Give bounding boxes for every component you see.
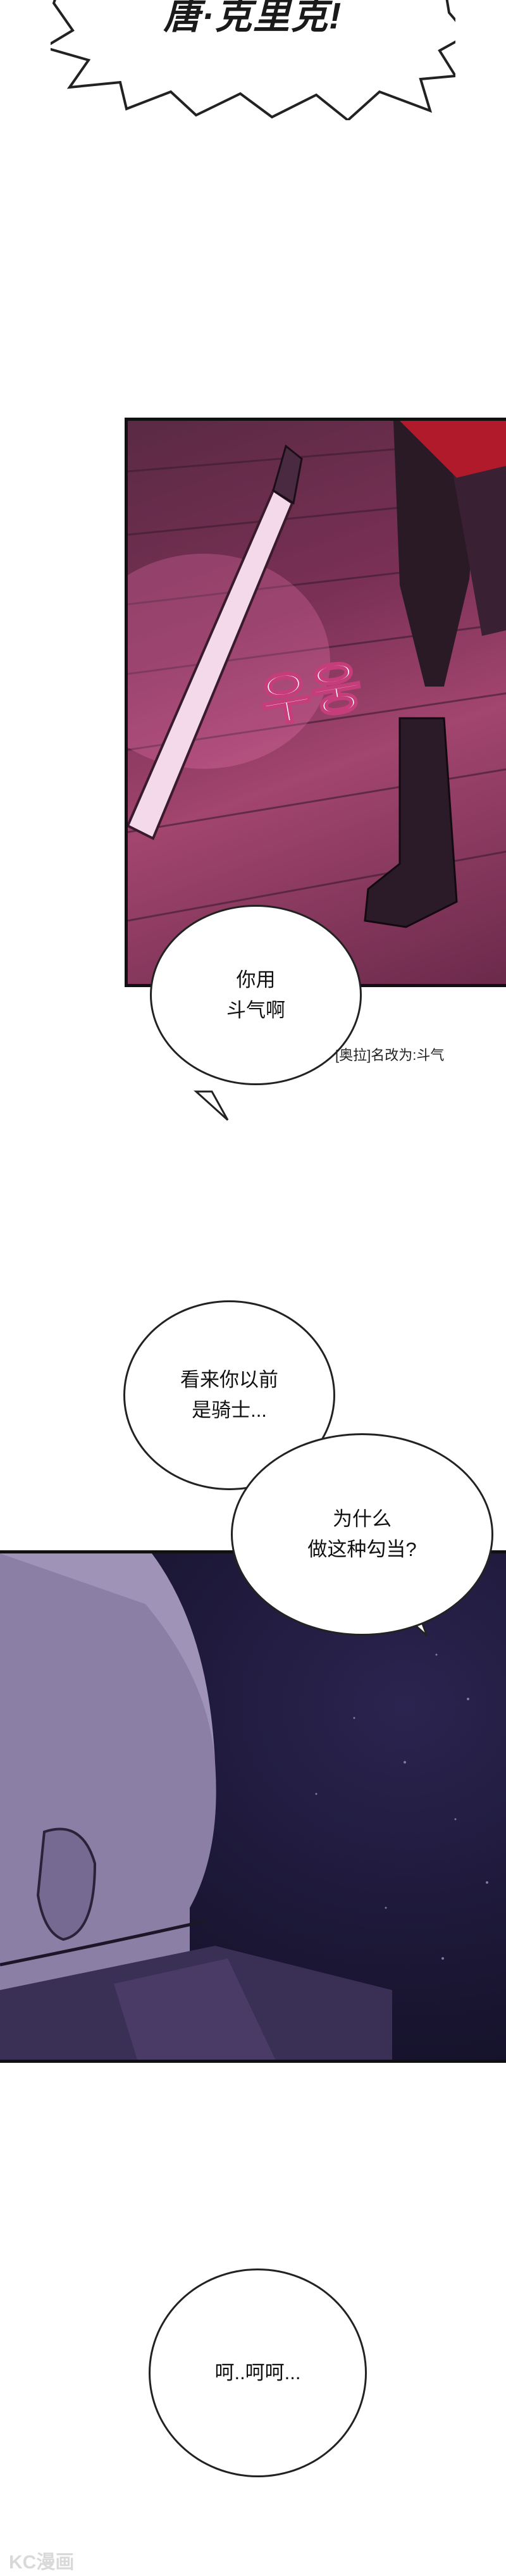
shout-bubble: 唐·克里克! — [41, 0, 471, 122]
old-man-panel — [0, 1550, 506, 2063]
speech-bubble-4: 呵..呵呵... — [149, 2268, 367, 2477]
sword-panel-art: 우웅 — [128, 421, 506, 928]
shout-bubble-shape — [41, 0, 471, 122]
old-man-panel-art — [0, 1553, 488, 2060]
speech-bubble-2-text: 看来你以前 是骑士... — [180, 1369, 278, 1421]
speech-bubble-1-text: 你用 斗气啊 — [226, 968, 285, 1021]
translation-note: [奥拉]名改为:斗气 — [335, 1047, 445, 1063]
speech-bubble-3: 为什么 做这种勾当? — [231, 1433, 493, 1636]
sword-panel: 우웅 — [125, 418, 506, 987]
speech-bubble-2: 看来你以前 是骑士... — [123, 1300, 335, 1490]
speech-bubble-3-text: 为什么 做这种勾当? — [307, 1508, 417, 1560]
watermark: KC漫画 — [9, 2546, 74, 2574]
speech-bubble-4-text: 呵..呵呵... — [214, 2361, 301, 2384]
shout-text: 唐·克里克! — [163, 0, 343, 37]
bubble-1-tail — [194, 1090, 229, 1121]
speech-bubble-1: 你用 斗气啊 — [150, 905, 362, 1085]
watermark-text: KC漫画 — [9, 2552, 75, 2573]
